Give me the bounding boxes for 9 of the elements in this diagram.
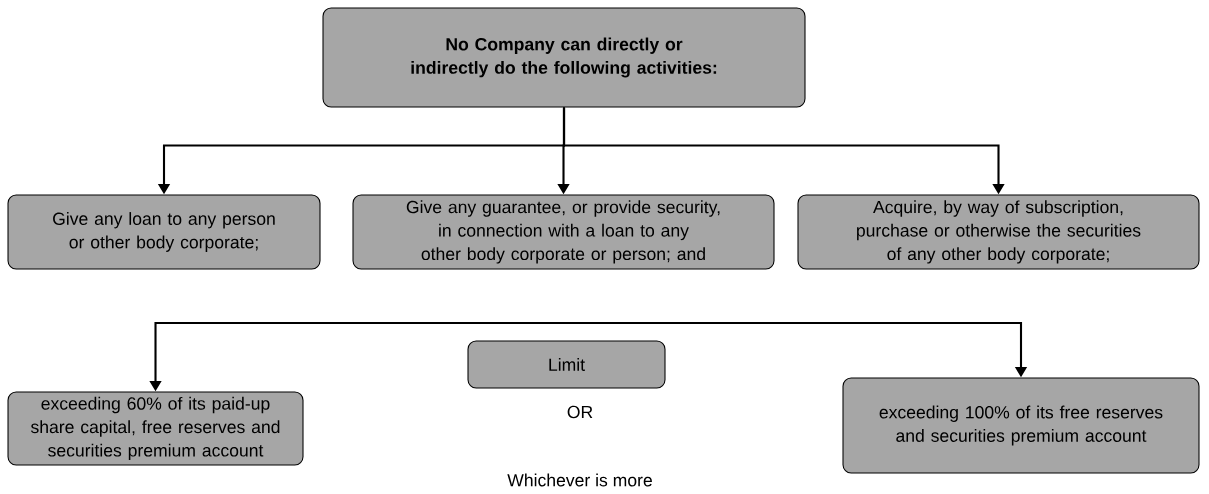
process-box: exceeding 60% of its paid-up share capital, free reserves and securities premium account [7, 391, 304, 466]
process-box: Limit [467, 340, 666, 389]
process-box: Give any loan to any person or other body corporate; [7, 194, 321, 270]
text-label: OR [567, 405, 593, 419]
process-box: Give any guarantee, or provide security, in connection with a loan to any other body corporate or person; and [352, 194, 775, 270]
process-box: exceeding 100% of its free reserves and securities premium account [842, 377, 1200, 474]
text-label: Whichever is more [507, 473, 652, 487]
process-box: Acquire, by way of subscription, purchase or otherwise the securities of any other body corporate; [797, 194, 1200, 270]
process-box: No Company can directly or indirectly do the following activities: [322, 7, 806, 108]
